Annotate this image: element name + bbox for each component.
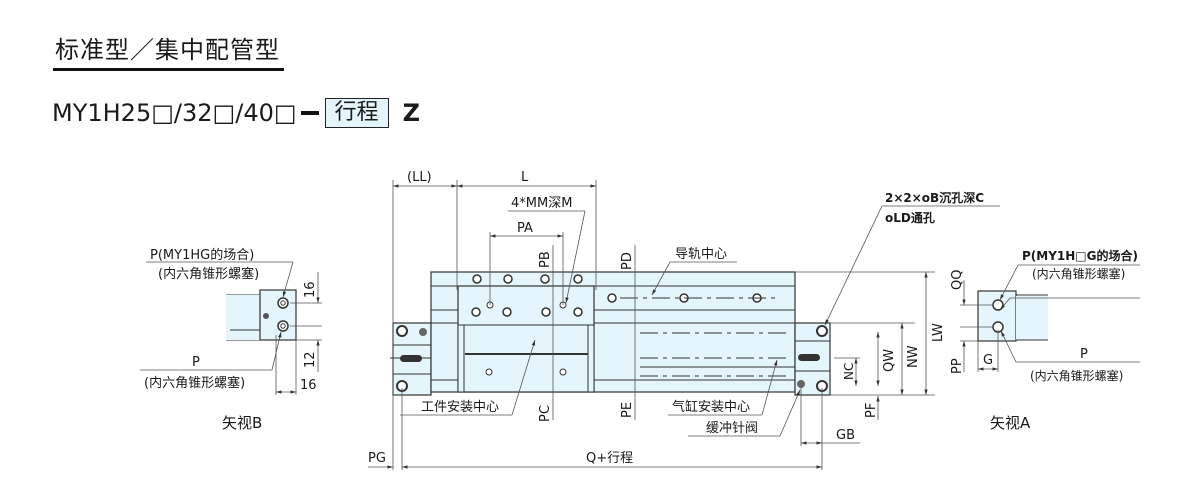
cushion-needle-icon [419,328,427,336]
view-a-end-cover [977,290,1017,342]
view-b-port-top-label: P(MY1HG的场合) [150,247,254,263]
page-title: 标准型／集中配管型 [55,36,280,64]
model-sep-32: /32 [173,99,213,127]
dim-nc: NC [842,363,856,380]
view-b-port-bottom-label: P [192,355,200,370]
view-a-port-top-sub: (内六角锥形螺塞) [1032,266,1125,281]
view-b-port-bottom-sub: (内六角锥形螺塞) [144,375,245,391]
model-prefix: MY1H25 [52,99,152,127]
cushion-needle-label: 缓冲针阀 [706,421,758,436]
mounting-hole-icon [396,325,408,337]
dim-nw: NW [906,345,921,368]
view-a: P(MY1H□G的场合) (内六角锥形螺塞) P (内六角锥形螺塞) QQ PP… [950,248,1140,432]
view-b-dim-16-top: 16 [303,281,318,298]
port-slot-icon [798,354,820,361]
dim-pc: PC [538,405,553,422]
hole-callout: 4*MM深M [511,196,572,211]
cushion-needle-icon [797,380,805,388]
dim-pa: PA [517,221,533,236]
dim-pb: PB [538,251,553,268]
port-plug-icon [277,320,289,332]
dim-q-stroke: Q+行程 [586,451,633,466]
placeholder-box-3: □ [273,99,297,127]
mounting-hole-icon [816,325,828,337]
model-suffix: Z [402,99,420,127]
placeholder-box-2: □ [212,99,236,127]
rail-center-label: 导轨中心 [675,247,727,262]
dim-pf: PF [864,403,879,418]
dim-qw: QW [882,349,897,372]
counterbore-callout-1: 2×2×oB沉孔深C [885,190,984,205]
view-b-dim-12: 12 [303,351,318,368]
model-dash [300,111,319,115]
view-a-dim-pp: PP [950,358,965,374]
port-plug-icon [277,297,289,309]
view-a-caption: 矢视A [990,414,1031,432]
counterbore-callout-2: oLD通孔 [885,210,935,225]
model-sep-40: /40 [235,99,274,127]
dim-pe: PE [620,402,635,418]
view-a-dim-g: G [983,353,993,368]
view-b-dim-16-bottom: 16 [300,378,317,393]
rail-holes [472,274,780,303]
dim-gb: GB [836,428,855,443]
dim-pd: PD [620,252,635,270]
view-a-port-bottom-label: P [1080,347,1088,362]
cushion-screw-icon [263,313,269,319]
dim-lw: LW [931,323,946,342]
view-b-caption: 矢视B [222,414,262,432]
view-a-dim-qq: QQ [950,270,965,290]
view-a-port-bottom-sub: (内六角锥形螺塞) [1030,368,1123,383]
view-b-port-top-sub: (内六角锥形螺塞) [158,266,259,282]
slide-table [457,285,595,393]
view-b: P(MY1HG的场合) (内六角锥形螺塞) P (内六角锥形螺塞) 16 12 … [140,247,322,432]
stroke-box: 行程 [324,98,389,128]
dim-l: L [521,170,529,185]
title-underline [53,68,284,71]
dim-ll: (LL) [407,170,432,185]
placeholder-box-1: □ [151,99,174,127]
cylinder-center-label: 气缸安装中心 [672,399,750,415]
work-center-label: 工件安装中心 [421,400,499,415]
view-a-port-top-label: P(MY1H□G的场合) [1022,248,1138,263]
model-code: MY1H25 □ /32 □ /40 □ 行程 Z [52,98,420,128]
main-view: (LL) L 4*MM深M PA PB PC PD PE 导轨中心 2×2×oB… [368,170,1000,470]
dim-pg: PG [368,451,386,466]
